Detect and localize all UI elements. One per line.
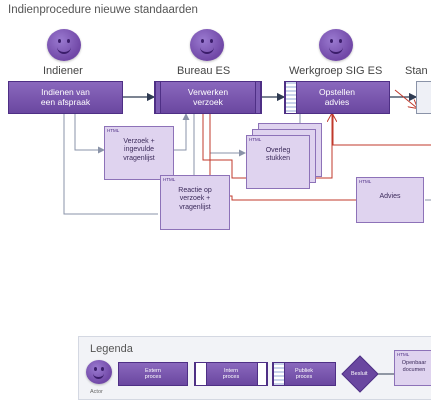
- red-connector: [202, 114, 332, 179]
- legend-besluit-label: Besluit: [351, 371, 368, 377]
- actor-icon: [190, 29, 224, 61]
- legend-decision-diamond: [341, 355, 396, 393]
- process-standaard: [416, 81, 431, 114]
- actor-label-stan: Stan: [405, 65, 428, 77]
- document-tag: HTML: [107, 128, 120, 133]
- document-tag: HTML: [397, 352, 410, 357]
- actor-label-werkgroep: Werkgroep SIG ES: [289, 65, 383, 77]
- legend-extern-label: Extern proces: [144, 367, 162, 380]
- document-label: Reactie op verzoek + vragenlijst: [178, 187, 212, 211]
- connector-line: [209, 114, 246, 157]
- legend-actor-icon: [86, 360, 112, 384]
- legend-openbaar: HTML Openbaar documen: [394, 350, 431, 386]
- document-advies: HTML Advies: [356, 177, 424, 223]
- document-tag: HTML: [249, 137, 262, 142]
- process-label: Opstellen advies: [319, 86, 355, 107]
- legend-intern: Intern proces: [194, 362, 268, 386]
- process-opstellen: Opstellen advies: [284, 81, 390, 114]
- legend-title: Legenda: [90, 343, 133, 355]
- process-label: Verwerken verzoek: [187, 86, 229, 107]
- document-verzoek: HTML Verzoek + ingevulde vragenlijst: [104, 126, 174, 180]
- actor-label-bureau-es: Bureau ES: [177, 65, 231, 77]
- legend-openbaar-label: Openbaar documen: [401, 360, 427, 373]
- document-tag: HTML: [359, 179, 372, 184]
- legend-actor-label: Actor: [90, 389, 103, 395]
- legend-publiek: Publiek proces: [272, 362, 336, 386]
- connector-line: [74, 114, 105, 154]
- legend-extern: Extern proces: [118, 362, 188, 386]
- red-connector: [394, 89, 417, 108]
- actor-icon: [319, 29, 353, 61]
- document-label: Verzoek + ingevulde vragenlijst: [123, 138, 155, 162]
- actor-label-indiener: Indiener: [43, 65, 83, 77]
- connector-line: [174, 113, 190, 151]
- diagram-title: Indienprocedure nieuwe standaarden: [8, 4, 198, 16]
- document-tag: HTML: [163, 177, 176, 182]
- document-label: Overleg stukken: [265, 147, 291, 163]
- process-indienen: Indienen van een afspraak: [8, 81, 123, 114]
- actor-icon: [47, 29, 81, 61]
- connector-line: [63, 114, 158, 215]
- document-overleg: HTML Overleg stukken: [246, 135, 310, 189]
- document-label: Advies: [379, 193, 401, 200]
- document-reactie: HTML Reactie op verzoek + vragenlijst: [160, 175, 230, 230]
- red-connector: [209, 114, 370, 200]
- process-label: Indienen van een afspraak: [40, 86, 91, 107]
- process-verwerken: Verwerken verzoek: [154, 81, 262, 114]
- legend-intern-label: Intern proces: [222, 367, 240, 380]
- legend-publiek-label: Publiek proces: [294, 367, 314, 380]
- red-connector: [332, 113, 431, 146]
